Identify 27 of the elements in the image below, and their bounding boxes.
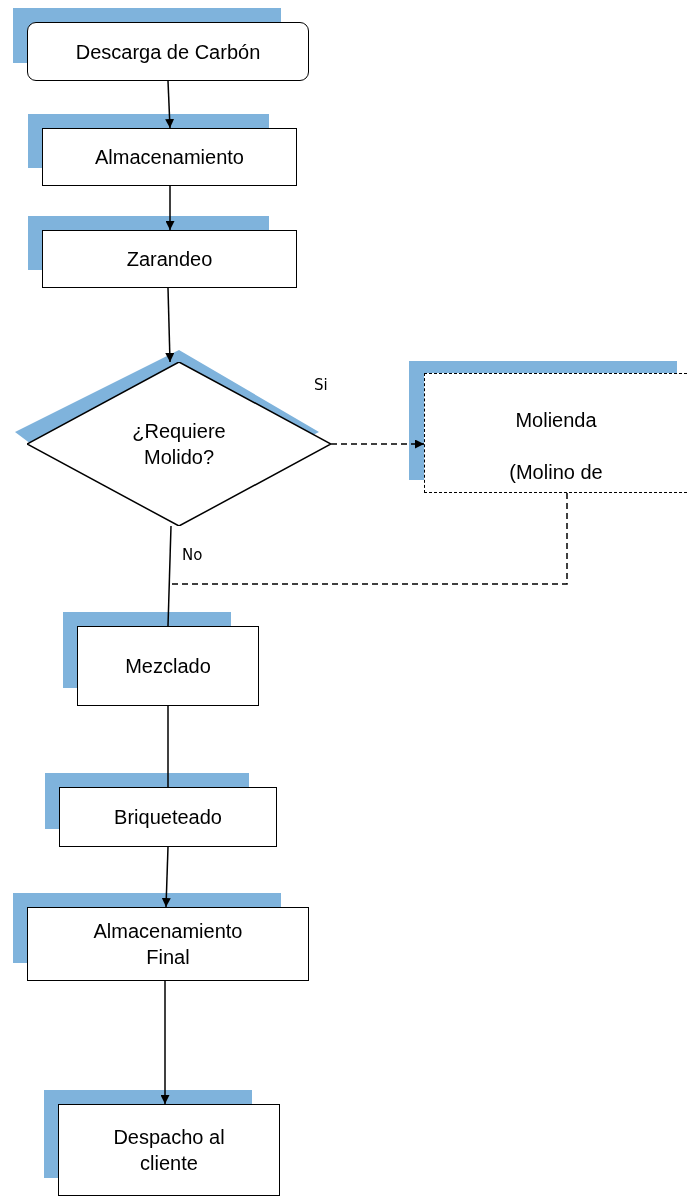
arrow [165,287,175,363]
process-box [77,626,259,706]
arrow [330,439,425,449]
node-text: Descarga de Carbón [75,39,261,65]
node-text: Despacho al cliente [112,1125,226,1176]
process-box [58,1104,280,1196]
arrow [165,80,175,129]
node-text: Almacenamiento Final [92,919,244,970]
connector-line [167,525,172,627]
connector-line [167,705,169,788]
process-box [424,373,687,493]
node-text: ¿Requiere Molido? [131,419,227,470]
terminal-box [27,22,309,81]
arrow [161,846,171,908]
process-box [42,128,297,186]
process-box [27,907,309,981]
process-box [59,787,277,847]
arrow [165,185,175,231]
node-text: Almacenamiento [95,145,244,170]
node-text: Briqueteado [114,805,222,830]
connector-line [169,492,568,585]
decision-diamond [27,362,331,526]
node-text: Zarandeo [126,247,213,272]
node-text: Molienda (Molino de [508,408,604,485]
arrow [160,980,170,1105]
process-box [42,230,297,288]
node-text: Mezclado [125,654,211,679]
